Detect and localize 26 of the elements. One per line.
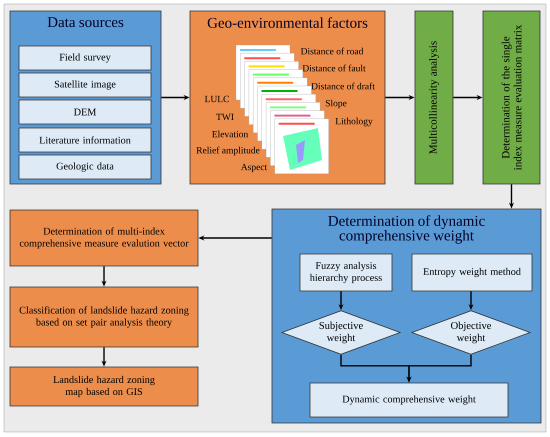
factor-label: Distance of draft: [311, 82, 375, 90]
process-box: Determination of the single index measure evaluation matrix: [482, 10, 540, 184]
process-box: Fuzzy analysis hierarchy process: [300, 254, 392, 292]
factor-label: Distance of road: [300, 48, 364, 54]
process-box: Dynamic comprehensive weight: [310, 382, 508, 418]
factor-label: Elevation: [212, 130, 248, 138]
process-box: Field survey: [18, 46, 152, 70]
panel-heading: Determination of dynamic comprehensive weight: [328, 215, 485, 244]
factor-label: Slope: [326, 100, 346, 108]
process-box: DEM: [18, 100, 152, 124]
process-box: Classification of landslide hazard zoning based on set pair analysis theory: [10, 286, 198, 348]
factor-label: Aspect: [240, 164, 268, 172]
process-box: Entropy weight method: [412, 254, 532, 292]
panel-heading: Geo-environmental factors: [208, 17, 368, 28]
process-box: Landslide hazard zoning map based on GIS: [10, 366, 198, 406]
factor-label: TWI: [216, 114, 234, 120]
panel-heading: Data sources: [48, 17, 124, 28]
process-box: Literature information: [18, 128, 152, 152]
process-box: Geologic data: [18, 154, 152, 180]
process-box: Determination of multi-index comprehensive measure evalution vector: [10, 210, 198, 266]
process-box: Multicollinearity analysis: [414, 10, 454, 184]
factor-label: LULC: [204, 96, 229, 102]
factor-label: Relief amplitude: [196, 146, 260, 156]
process-box: Satellite image: [18, 72, 152, 98]
factor-label: Lithology: [336, 118, 373, 126]
factor-label: Distance of fault: [302, 64, 366, 72]
